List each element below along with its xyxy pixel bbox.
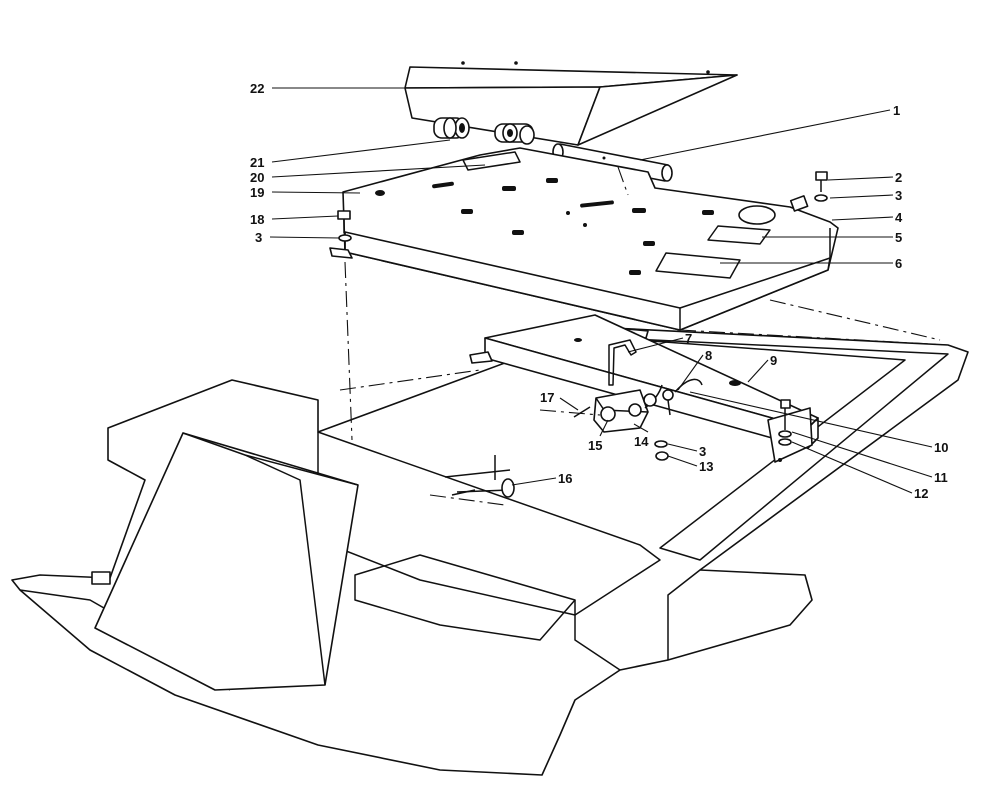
callout-11: 11 [934,470,948,485]
decal-6 [655,252,741,279]
callout-12: 12 [914,486,928,501]
callout-2: 2 [895,170,902,185]
callout-22: 22 [250,81,264,96]
callout-7: 7 [685,331,692,346]
bushing-right [494,123,535,145]
callout-5: 5 [895,230,902,245]
callout-17: 17 [540,390,554,405]
callout-15: 15 [588,438,602,453]
bracket-7 [608,339,637,386]
seat-pan-hole [514,61,518,65]
callout-labels: 22 1 21 20 19 18 3 2 3 4 5 6 7 8 9 10 11… [250,81,948,501]
seat-pan-side [577,74,738,146]
callout-3-lower: 3 [699,444,706,459]
callout-20: 20 [250,170,264,185]
assembly-lines [339,166,949,506]
callout-21: 21 [250,155,264,170]
callout-19: 19 [250,185,264,200]
rear-bracket [767,399,813,463]
seat-pan-hole [461,61,465,65]
callout-13: 13 [699,459,713,474]
chassis-left-tab [91,571,111,585]
bushing-left [433,117,470,139]
callout-1: 1 [893,103,900,118]
seat-base-plate [329,147,839,339]
chassis-front-step [354,554,576,641]
callout-14: 14 [634,434,649,449]
callout-9: 9 [770,353,777,368]
callout-10: 10 [934,440,948,455]
bolt-right-2 [814,171,828,202]
dash-shroud-front [94,432,359,691]
decal-5 [707,225,771,245]
callout-6: 6 [895,256,902,271]
adjuster-rod-16 [444,455,515,498]
callout-18: 18 [250,212,264,227]
seat-slide-channel [469,314,819,449]
dash-shroud [94,432,359,691]
seat-pan [404,61,738,146]
callout-3-right: 3 [895,188,902,203]
chassis-front-lip [574,569,701,671]
decal-20 [462,151,521,171]
dash-shroud-ridge [244,454,326,686]
callout-3-left: 3 [255,230,262,245]
callout-8: 8 [705,348,712,363]
seat-pivot-bushings [433,117,535,145]
seat-pan-hole [706,70,710,74]
leader-lines [269,87,933,494]
callout-16: 16 [558,471,572,486]
callout-4: 4 [895,210,903,225]
